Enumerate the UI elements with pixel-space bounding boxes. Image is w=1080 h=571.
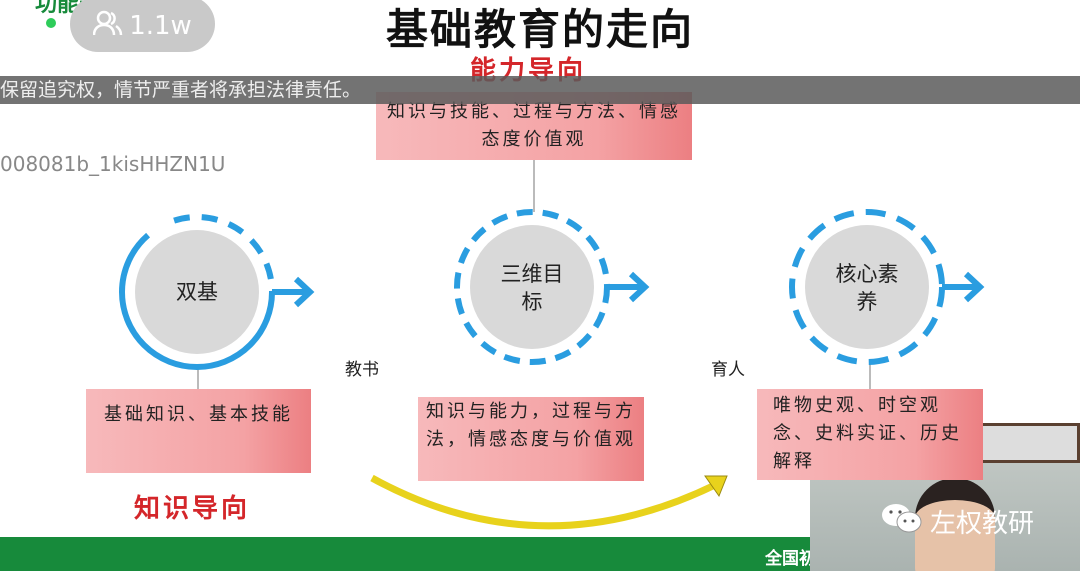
stage-ring-3 — [789, 209, 985, 365]
viewers-icon — [92, 9, 123, 44]
stage-box-1: 基础知识、基本技能 — [86, 389, 311, 473]
viewer-count: 1.1w — [129, 11, 192, 41]
stage-circle-2: 三维目标 — [500, 262, 564, 314]
stage-circle-3: 核心素养 — [835, 262, 899, 314]
stage-box-2: 知识与能力，过程与方法，情感态度与价值观 — [418, 397, 644, 481]
stage-circle-1: 双基 — [176, 280, 218, 304]
stage-ring-1 — [119, 214, 315, 370]
stream-id: 008081b_1kisHHZN1U — [0, 152, 226, 176]
bottom-label: 知识导向 — [134, 494, 251, 524]
connector-right-label: 育人 — [711, 360, 745, 380]
watermark-text: 左权教研 — [930, 509, 1035, 539]
slide-title: 基础教育的走向 — [385, 5, 694, 54]
curved-arrow — [370, 474, 728, 530]
watermark: 左权教研 — [880, 501, 1034, 542]
stage-ring-2 — [454, 209, 650, 365]
stage-box-3: 唯物史观、时空观念、史料实证、历史解释 — [757, 389, 983, 480]
connector-left-label: 教书 — [345, 360, 379, 380]
live-dot — [46, 18, 56, 28]
wechat-icon — [880, 501, 924, 542]
presenter — [915, 478, 995, 571]
viewer-count-badge[interactable]: 1.1w — [70, 0, 215, 52]
footer-text: 全国初 — [765, 549, 816, 569]
notice-banner: 保留追究权，情节严重者将承担法律责任。 — [0, 76, 1080, 104]
